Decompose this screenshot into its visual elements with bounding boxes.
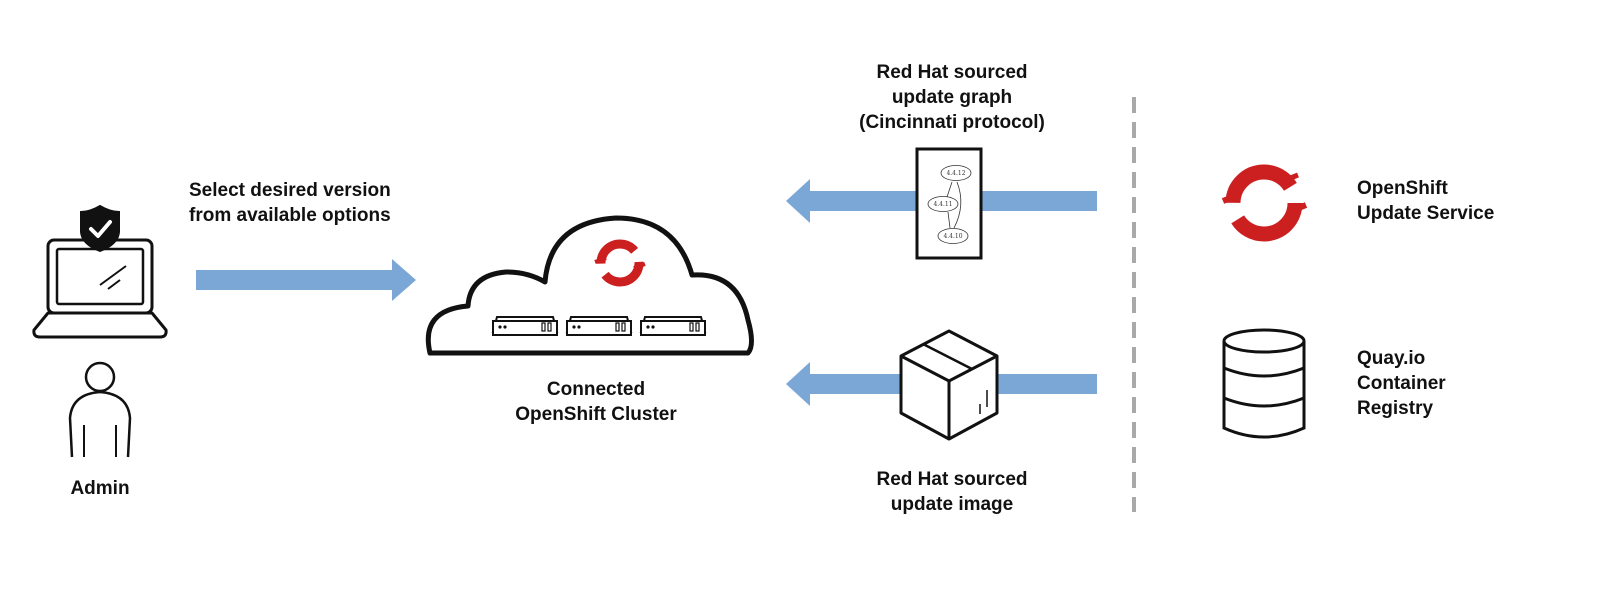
registry-line: Quay.io [1357, 348, 1426, 369]
registry-label: Quay.io Container Registry [1357, 346, 1446, 421]
select-version-line: from available options [189, 205, 391, 226]
update-graph-line: Red Hat sourced [876, 62, 1028, 83]
admin-label-text: Admin [70, 478, 130, 499]
person-icon [68, 361, 132, 458]
update-image-label: Red Hat sourced update image [877, 467, 1028, 517]
server-icon [491, 316, 559, 336]
openshift-logo-icon [1221, 164, 1308, 242]
cluster-label-line: Connected [546, 379, 646, 400]
shield-check-icon [80, 204, 120, 253]
update-graph-line: update graph [891, 87, 1013, 108]
cluster-label-line: OpenShift Cluster [515, 404, 677, 425]
update-graph-document-icon: 4.4.12 4.4.11 4.4.10 [915, 147, 983, 260]
server-icon [639, 316, 707, 336]
graph-node-label: 4.4.12 [946, 170, 965, 177]
server-icon [565, 316, 633, 336]
update-graph-label: Red Hat sourced update graph (Cincinnati… [859, 60, 1045, 135]
arrow-admin-to-cluster [196, 259, 416, 301]
graph-node-label: 4.4.10 [943, 233, 962, 240]
openshift-logo-icon [594, 239, 646, 287]
graph-node-label: 4.4.11 [933, 201, 952, 208]
laptop-icon [32, 238, 168, 339]
update-graph-line: (Cincinnati protocol) [859, 112, 1045, 133]
update-service-line: OpenShift [1357, 178, 1448, 199]
admin-label: Admin [70, 476, 129, 501]
select-version-line: Select desired version [189, 180, 391, 201]
database-icon [1222, 328, 1306, 439]
update-image-line: Red Hat sourced [876, 469, 1028, 490]
update-image-line: update image [890, 494, 1014, 515]
container-box-icon [899, 329, 999, 441]
registry-line: Container [1357, 373, 1446, 394]
registry-line: Registry [1357, 398, 1434, 419]
update-service-line: Update Service [1357, 203, 1495, 224]
cluster-label: Connected OpenShift Cluster [515, 377, 677, 427]
update-service-label: OpenShift Update Service [1357, 176, 1494, 226]
select-version-label: Select desired version from available op… [189, 178, 391, 228]
